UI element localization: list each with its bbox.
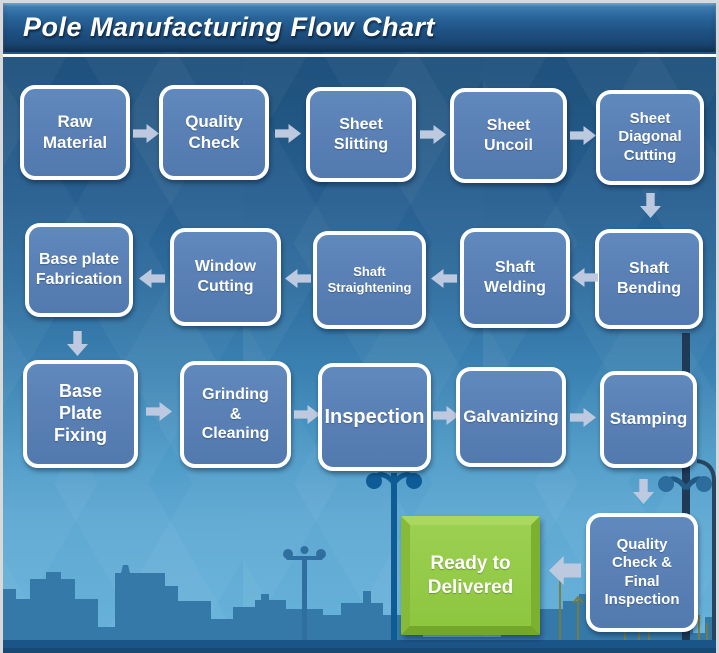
node-label: Base plate Fabrication (35, 251, 123, 288)
node-sheet-diagonal-cutting: Sheet Diagonal Cutting (596, 90, 704, 185)
streetlight-middle (366, 472, 422, 651)
node-label: Sheet Diagonal Cutting (618, 110, 682, 164)
node-quality-check-final-inspection: Quality Check & Final Inspection (586, 513, 698, 632)
node-label: Shaft Welding (484, 259, 546, 296)
node-label: Window Cutting (194, 258, 257, 295)
node-ready-to-delivered: Ready to Delivered (401, 516, 540, 635)
curved-pole-right (696, 459, 716, 653)
node-label: Sheet Slitting (333, 115, 389, 153)
title-bar: Pole Manufacturing Flow Chart (3, 3, 716, 52)
node-label: Base Plate Fixing (54, 381, 107, 445)
node-label: Inspection (324, 405, 425, 428)
streetlight-right (658, 333, 712, 653)
node-sheet-uncoil: Sheet Uncoil (450, 88, 567, 183)
node-grinding-cleaning: Grinding & Cleaning (180, 361, 291, 468)
node-quality-check: Quality Check (159, 85, 269, 180)
node-label: Sheet Uncoil (484, 116, 533, 154)
node-raw-material: Raw Material (20, 85, 130, 180)
title-underline (3, 54, 716, 57)
page-title: Pole Manufacturing Flow Chart (23, 12, 436, 42)
node-shaft-bending: Shaft Bending (595, 229, 703, 329)
node-label: Quality Check & Final Inspection (604, 535, 680, 608)
node-shaft-welding: Shaft Welding (460, 228, 570, 328)
node-label: Shaft Straightening (327, 264, 412, 295)
node-label: Stamping (609, 409, 688, 429)
node-window-cutting: Window Cutting (170, 228, 281, 326)
node-shaft-straightening: Shaft Straightening (313, 231, 426, 329)
node-sheet-slitting: Sheet Slitting (306, 87, 416, 182)
node-label: Raw Material (42, 111, 108, 152)
node-base-plate-fixing: Base Plate Fixing (23, 360, 138, 468)
node-label: Quality Check (185, 111, 243, 152)
node-label: Grinding & Cleaning (201, 386, 270, 443)
node-galvanizing: Galvanizing (456, 367, 566, 467)
node-label: Galvanizing (463, 406, 559, 426)
node-label: Ready to Delivered (427, 553, 514, 598)
node-base-plate-fabrication: Base plate Fabrication (25, 223, 133, 317)
node-label: Shaft Bending (617, 260, 681, 297)
node-inspection: Inspection (318, 363, 431, 471)
node-stamping: Stamping (600, 371, 697, 468)
streetlight-left (283, 546, 326, 645)
